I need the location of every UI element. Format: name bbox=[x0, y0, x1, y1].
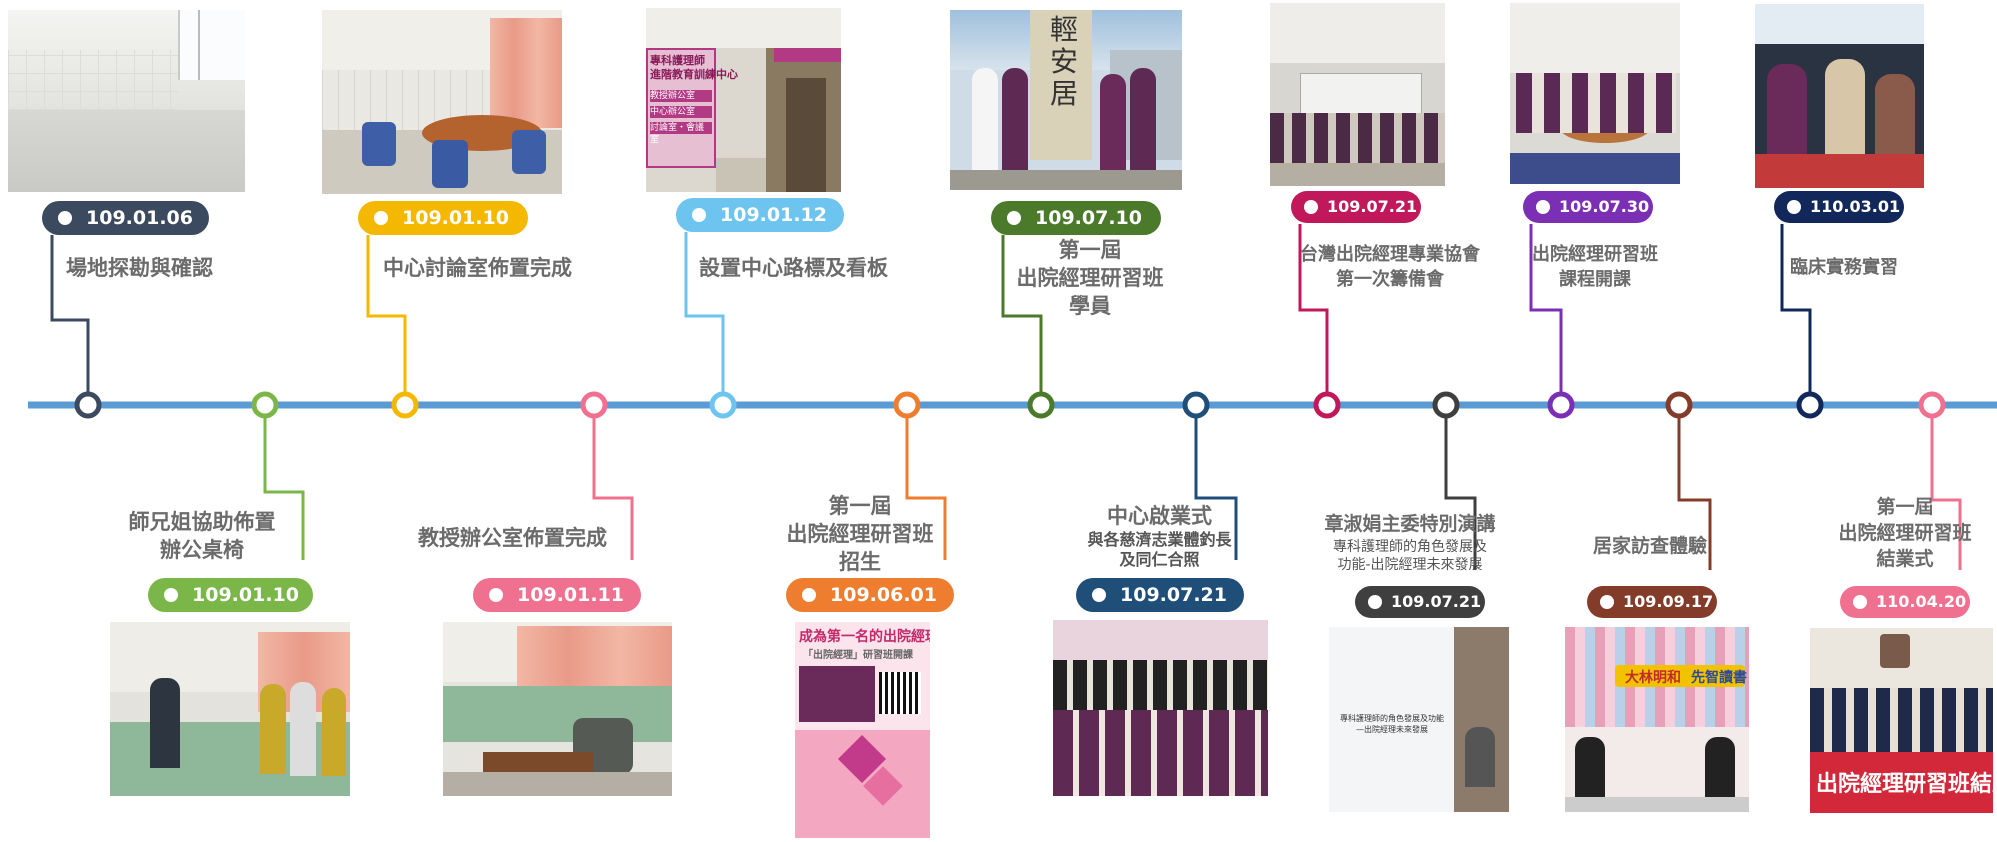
photo-opening-ceremony bbox=[1053, 620, 1268, 796]
milestone-node bbox=[896, 394, 918, 416]
date-dot-icon bbox=[692, 208, 706, 222]
milestone-date-pill-7: 109.07.10 bbox=[991, 201, 1161, 235]
milestone-date: 109.01.12 bbox=[720, 204, 827, 226]
photo-corridor-sign: 專科護理師 進階教育訓練中心 教授辦公室 中心辦公室 討論室・會議室 bbox=[646, 8, 841, 192]
milestone-node bbox=[712, 394, 734, 416]
sign-item-2: 中心辦公室 bbox=[650, 106, 712, 118]
milestone-date: 110.04.20 bbox=[1876, 592, 1966, 611]
photo-volunteers-arranging bbox=[110, 622, 350, 796]
poster-title: 成為第一名的出院經理 bbox=[799, 626, 930, 646]
milestone-date: 109.07.10 bbox=[1035, 207, 1142, 229]
milestone-date-pill-1: 109.01.06 bbox=[42, 201, 209, 235]
milestone-date: 109.01.10 bbox=[192, 584, 299, 606]
milestone-date: 109.07.21 bbox=[1327, 197, 1417, 216]
milestone-label-9: 台灣出院經理專業協會 第一次籌備會 bbox=[1290, 242, 1490, 292]
milestone-date-pill-13: 110.03.01 bbox=[1774, 191, 1904, 223]
photo-clinical-practice bbox=[1755, 4, 1924, 188]
milestone-node bbox=[1668, 394, 1690, 416]
milestone-label-1: 場地探勘與確認 bbox=[66, 254, 213, 282]
milestone-label-8: 中心啟業式 與各慈濟志業體釣長 及同仁合照 bbox=[1052, 502, 1267, 570]
date-dot-icon bbox=[489, 588, 503, 602]
milestone-node bbox=[77, 394, 99, 416]
calligraphy-scroll-text: 輕安居 bbox=[1044, 14, 1084, 110]
milestone-date: 109.07.21 bbox=[1120, 584, 1227, 606]
date-dot-icon bbox=[1600, 595, 1614, 609]
milestone-date: 109.01.10 bbox=[402, 207, 509, 229]
sign-title-line-2: 進階教育訓練中心 bbox=[650, 68, 738, 81]
date-dot-icon bbox=[58, 211, 72, 225]
milestone-date-pill-6: 109.06.01 bbox=[786, 578, 954, 612]
milestone-date: 110.03.01 bbox=[1810, 197, 1900, 216]
date-dot-icon bbox=[1007, 211, 1021, 225]
milestone-label-4: 教授辦公室佈置完成 bbox=[418, 524, 607, 552]
sign-item-3: 討論室・會議室 bbox=[650, 122, 712, 134]
milestone-date: 109.09.17 bbox=[1623, 592, 1713, 611]
photo-calligraphy-group: 輕安居 bbox=[950, 10, 1182, 190]
milestone-node bbox=[1799, 394, 1821, 416]
milestone-date-pill-2: 109.01.10 bbox=[148, 578, 313, 612]
date-dot-icon bbox=[1368, 595, 1382, 609]
date-dot-icon bbox=[1304, 200, 1318, 214]
milestone-label-3: 中心討論室佈置完成 bbox=[383, 254, 572, 282]
photo-lecture-slide: 專科護理師的角色發展及功能 —出院經理未來發展 bbox=[1329, 627, 1509, 812]
milestone-date-pill-3: 109.01.10 bbox=[358, 201, 528, 235]
milestone-date-pill-10: 109.07.21 bbox=[1355, 586, 1485, 618]
milestone-node bbox=[1030, 394, 1052, 416]
milestone-label-6: 第一屆 出院經理研習班 招生 bbox=[760, 492, 960, 576]
milestone-label-2: 師兄姐協助佈置 辦公桌椅 bbox=[102, 508, 302, 564]
date-dot-icon bbox=[374, 211, 388, 225]
milestone-date-pill-11: 109.07.30 bbox=[1523, 191, 1653, 223]
date-dot-icon bbox=[1787, 200, 1801, 214]
milestone-label-13: 臨床實務實習 bbox=[1790, 254, 1898, 282]
milestone-node bbox=[1921, 394, 1943, 416]
milestone-label-12: 居家訪查體驗 bbox=[1593, 532, 1707, 560]
milestone-date: 109.01.11 bbox=[517, 584, 624, 606]
milestone-label-14: 第一屆 出院經理研習班 結業式 bbox=[1820, 494, 1990, 572]
photo-recruitment-poster: 成為第一名的出院經理 「出院經理」研習班開課 bbox=[795, 622, 930, 838]
milestone-node bbox=[1550, 394, 1572, 416]
slide-line-1: 專科護理師的角色發展及功能 bbox=[1340, 714, 1444, 723]
banner-text-left: 大林明和 bbox=[1625, 667, 1681, 687]
photo-meeting-room bbox=[322, 10, 562, 194]
milestone-date-pill-4: 109.01.11 bbox=[473, 578, 641, 612]
milestone-node bbox=[394, 394, 416, 416]
milestone-node bbox=[254, 394, 276, 416]
milestone-date-pill-12: 109.09.17 bbox=[1587, 586, 1717, 618]
sign-item-1: 教授辦公室 bbox=[650, 90, 712, 102]
milestone-date-pill-14: 110.04.20 bbox=[1840, 586, 1970, 618]
photo-class-session bbox=[1510, 3, 1680, 184]
milestone-label-10: 章淑娟主委特別演講 專科護理師的角色發展及 功能-出院經理未來發展 bbox=[1300, 510, 1520, 574]
slide-line-2: —出院經理未來發展 bbox=[1356, 725, 1428, 734]
milestone-date: 109.07.21 bbox=[1391, 592, 1481, 611]
photo-association-meeting bbox=[1270, 3, 1445, 186]
milestone-label-5: 設置中心路標及看板 bbox=[699, 254, 888, 282]
date-dot-icon bbox=[1092, 588, 1106, 602]
photo-empty-room bbox=[8, 10, 245, 192]
milestone-date: 109.01.06 bbox=[86, 207, 193, 229]
date-dot-icon bbox=[1536, 200, 1550, 214]
milestone-date: 109.07.30 bbox=[1559, 197, 1649, 216]
milestone-date-pill-5: 109.01.12 bbox=[676, 198, 844, 232]
poster-subtitle: 「出院經理」研習班開課 bbox=[803, 646, 913, 661]
milestone-label-11: 出院經理研習班 課程開課 bbox=[1510, 242, 1680, 292]
date-dot-icon bbox=[164, 588, 178, 602]
banner-text-right: 先智讀書 bbox=[1691, 667, 1747, 687]
milestone-date: 109.06.01 bbox=[830, 584, 937, 606]
milestone-node bbox=[583, 394, 605, 416]
milestone-node bbox=[1435, 394, 1457, 416]
milestone-label-7: 第一屆 出院經理研習班 學員 bbox=[990, 236, 1190, 320]
date-dot-icon bbox=[1853, 595, 1867, 609]
milestone-date-pill-9: 109.07.21 bbox=[1291, 191, 1421, 223]
milestone-date-pill-8: 109.07.21 bbox=[1076, 578, 1244, 612]
milestone-connector bbox=[1782, 224, 1810, 405]
sign-title-line-1: 專科護理師 bbox=[650, 54, 705, 67]
date-dot-icon bbox=[802, 588, 816, 602]
photo-professor-office bbox=[443, 622, 672, 796]
milestone-node bbox=[1185, 394, 1207, 416]
photo-home-visit: 大林明和 先智讀書 bbox=[1565, 627, 1749, 812]
milestone-node bbox=[1316, 394, 1338, 416]
